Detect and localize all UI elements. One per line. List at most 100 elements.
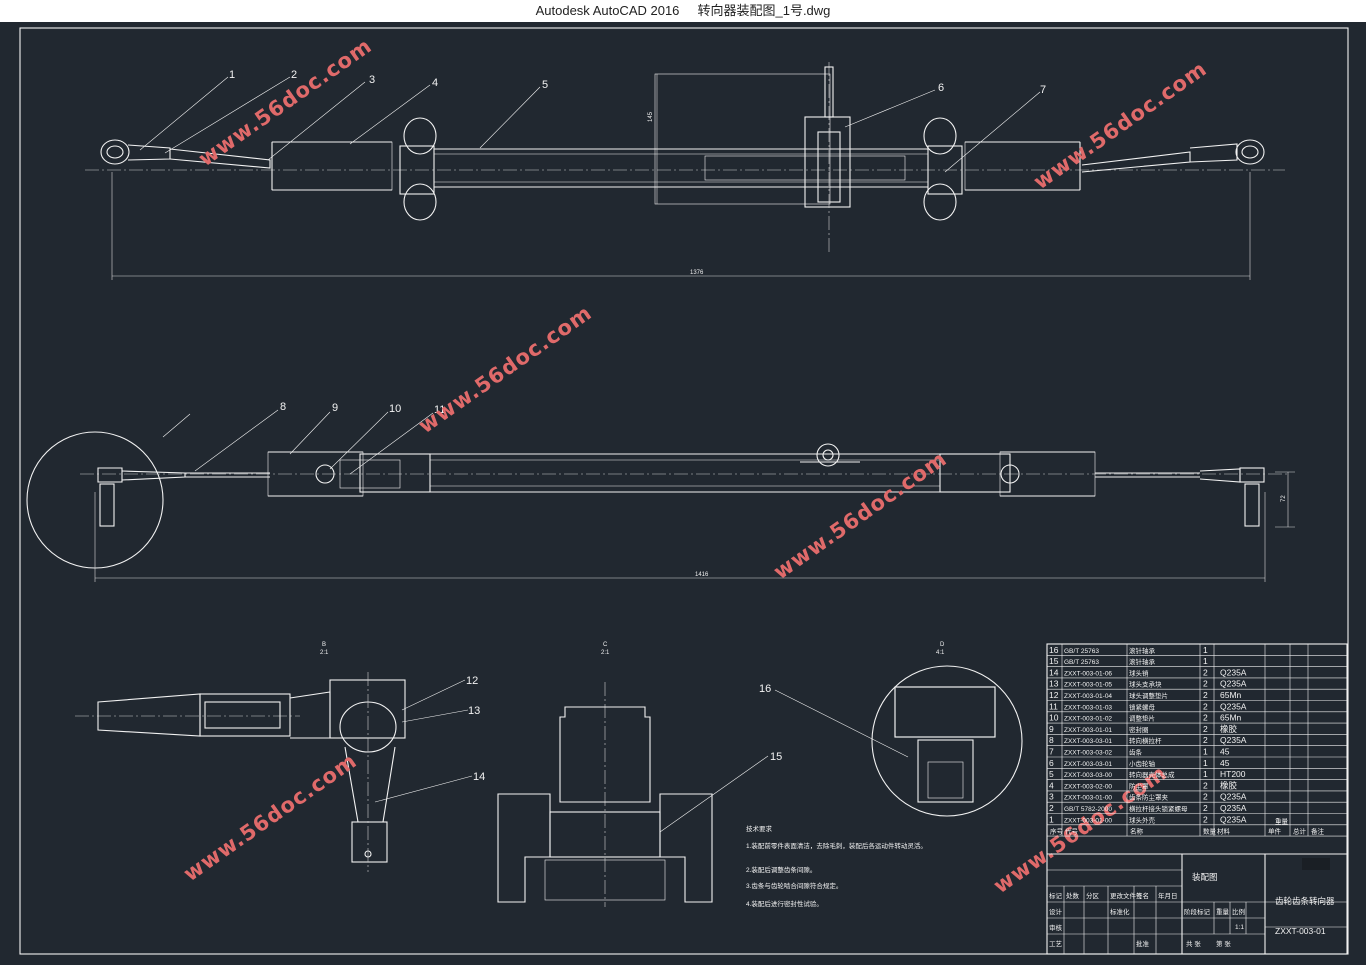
tb-label-review: 审核 <box>1049 923 1063 932</box>
middle-view: 1416 72 8 9 10 11 <box>26 401 1295 582</box>
parts-header-material: 材料 <box>1217 827 1231 836</box>
parts-row-14-material: Q235A <box>1220 667 1247 677</box>
parts-row-9-material: 橡胶 <box>1220 724 1238 734</box>
tb-label-count: 处数 <box>1066 891 1080 900</box>
balloon-7: 7 <box>1040 84 1046 96</box>
parts-row-7-qty: 1 <box>1203 747 1208 757</box>
balloon-9: 9 <box>332 402 338 414</box>
parts-row-3-qty: 2 <box>1203 792 1208 802</box>
watermark-3: www.56doc.com <box>414 300 596 438</box>
parts-row-9-code: ZXXT-003-01-01 <box>1064 727 1112 734</box>
parts-row-6-material: 45 <box>1220 758 1230 768</box>
tb-label-weight: 重量 <box>1216 908 1230 916</box>
tech-line-2: 2.装配后调整齿条间隙。 <box>746 865 816 874</box>
parts-row-6-name: 小齿轮轴 <box>1129 759 1156 768</box>
parts-row-9-name: 密封圈 <box>1129 725 1149 734</box>
balloon-2: 2 <box>291 69 297 81</box>
app-name: Autodesk AutoCAD 2016 <box>535 3 680 18</box>
parts-row-16-qty: 1 <box>1203 645 1208 655</box>
section-b-view: B 2:1 12 13 14 <box>75 642 485 872</box>
parts-row-4-code: ZXXT-003-02-00 <box>1064 783 1112 790</box>
section-d-scale: 4:1 <box>936 650 945 656</box>
balloon-11: 11 <box>434 404 445 416</box>
tb-label-sheet-no: 第 张 <box>1216 939 1231 948</box>
watermark-4: www.56doc.com <box>769 446 951 584</box>
title-scale: 1:1 <box>1235 924 1244 931</box>
drawing-frame <box>19 27 1349 955</box>
parts-row-15-qty: 1 <box>1203 656 1208 666</box>
parts-row-10-name: 调整垫片 <box>1129 714 1155 723</box>
parts-header-no: 序号 <box>1050 827 1064 836</box>
parts-row-12-no: 12 <box>1049 690 1059 700</box>
tb-label-sign: 签名 <box>1136 891 1149 900</box>
parts-row-8-no: 8 <box>1049 735 1054 745</box>
parts-row-11-code: ZXXT-003-01-03 <box>1064 704 1112 711</box>
drawing-svg[interactable]: 1376 145 1 2 3 4 5 6 7 <box>0 22 1366 965</box>
parts-row-10-code: ZXXT-003-01-02 <box>1064 716 1112 723</box>
parts-row-7-code: ZXXT-003-03-02 <box>1064 750 1112 757</box>
dim-mid-length: 1416 <box>695 572 709 578</box>
section-c-view: C 2:1 15 <box>497 642 782 907</box>
parts-row-16-no: 16 <box>1049 645 1059 655</box>
tech-line-4: 4.装配后进行密封性试验。 <box>746 899 823 908</box>
drawing-canvas[interactable]: 1376 145 1 2 3 4 5 6 7 <box>0 22 1366 965</box>
section-c-label: C <box>603 642 608 648</box>
parts-row-1-code: ZXXT-003-01-00 <box>1064 817 1112 824</box>
parts-row-13-qty: 2 <box>1203 679 1208 689</box>
tb-label-mark: 标记 <box>1049 891 1063 900</box>
parts-row-14-no: 14 <box>1049 667 1059 677</box>
tb-label-process: 工艺 <box>1049 940 1063 948</box>
parts-row-3-no: 3 <box>1049 792 1054 802</box>
parts-row-7-no: 7 <box>1049 747 1054 757</box>
parts-row-5-material: HT200 <box>1220 769 1246 779</box>
parts-row-5-name: 转向器壳体总成 <box>1129 770 1175 779</box>
parts-row-6-qty: 1 <box>1203 758 1208 768</box>
tb-label-ratio: 比例 <box>1232 907 1245 916</box>
parts-row-11-no: 11 <box>1049 701 1058 711</box>
parts-row-11-qty: 2 <box>1203 701 1208 711</box>
parts-row-14-qty: 2 <box>1203 667 1208 677</box>
parts-row-12-qty: 2 <box>1203 690 1208 700</box>
tb-label-date: 年月日 <box>1158 891 1178 900</box>
parts-row-13-name: 球头支承块 <box>1129 680 1162 689</box>
balloon-5: 5 <box>542 79 548 91</box>
parts-row-8-name: 转向横拉杆 <box>1129 736 1162 745</box>
parts-row-5-code: ZXXT-003-03-00 <box>1064 772 1112 779</box>
parts-row-1-name: 球头外壳 <box>1129 815 1156 824</box>
parts-row-13-material: Q235A <box>1220 679 1247 689</box>
balloon-3: 3 <box>369 74 375 86</box>
parts-row-16-name: 滚针轴承 <box>1129 646 1156 655</box>
parts-row-8-code: ZXXT-003-03-01 <box>1064 738 1112 745</box>
file-name: 转向器装配图_1号.dwg <box>697 3 831 18</box>
title-drawing-title: 齿轮齿条转向器 <box>1275 896 1335 906</box>
balloon-8: 8 <box>280 401 286 413</box>
parts-row-10-material: 65Mn <box>1220 713 1242 723</box>
parts-header-note: 备注 <box>1311 827 1325 836</box>
parts-row-5-no: 5 <box>1049 769 1054 779</box>
balloon-14: 14 <box>473 771 485 783</box>
top-view: 1376 145 1 2 3 4 5 6 7 <box>85 62 1285 280</box>
tb-label-design: 设计 <box>1049 907 1063 916</box>
balloon-13: 13 <box>468 705 480 717</box>
balloon-1: 1 <box>229 69 235 81</box>
parts-row-15-code: GB/T 25763 <box>1064 659 1099 666</box>
parts-row-3-name: 齿条防尘罩夹 <box>1129 793 1169 802</box>
parts-header-qty: 数量 <box>1203 827 1217 836</box>
tb-label-change: 更改文件号 <box>1110 891 1143 900</box>
parts-row-9-no: 9 <box>1049 724 1054 734</box>
parts-row-4-name: 防尘罩 <box>1129 781 1149 790</box>
parts-row-7-material: 45 <box>1220 747 1230 757</box>
title-drawing-type: 装配图 <box>1192 872 1218 882</box>
tb-label-zone: 分区 <box>1086 891 1100 900</box>
parts-row-15-name: 滚针轴承 <box>1129 657 1156 666</box>
parts-row-2-no: 2 <box>1049 803 1054 813</box>
tb-label-stage: 阶段标记 <box>1184 907 1211 916</box>
tech-heading: 技术要求 <box>746 824 773 833</box>
dim-vertical-top: 145 <box>648 111 654 122</box>
parts-row-11-name: 锁紧螺母 <box>1129 702 1156 711</box>
tech-line-1: 1.装配前零件表面清洁，去除毛刺，装配后各运动件转动灵活。 <box>746 841 927 850</box>
parts-row-6-no: 6 <box>1049 758 1054 768</box>
parts-row-2-name: 横拉杆接头锁紧螺母 <box>1129 804 1188 813</box>
balloon-4: 4 <box>432 77 438 89</box>
parts-row-11-material: Q235A <box>1220 701 1247 711</box>
